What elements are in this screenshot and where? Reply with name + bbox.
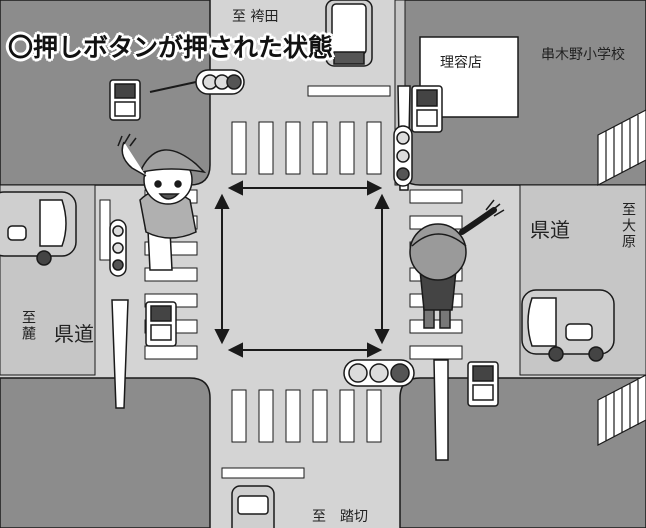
pedestrian-signal-icon xyxy=(145,301,177,347)
pedestrian-signal-icon xyxy=(411,85,443,133)
car-icon xyxy=(0,191,77,266)
crosswalk-south xyxy=(231,389,382,443)
child-icon xyxy=(117,133,207,271)
direction-label-east: 至大原 xyxy=(620,202,636,250)
direction-label-north: 至 袴田 xyxy=(232,9,279,25)
vehicle-signal-icon xyxy=(149,69,245,95)
car-icon xyxy=(231,485,275,528)
child-icon xyxy=(409,199,505,329)
direction-label-south: 至 踏切 xyxy=(312,509,368,525)
arrow-icon xyxy=(374,193,390,345)
arrow-icon xyxy=(214,193,230,345)
prefectural-road-label-east: 県道 xyxy=(530,218,570,242)
vehicle-signal-icon xyxy=(393,125,413,187)
pedestrian-signal-icon xyxy=(467,361,499,407)
block-southwest xyxy=(0,377,211,528)
direction-label-west: 至麓 xyxy=(20,310,36,342)
arrow-icon xyxy=(227,180,383,196)
prefectural-road-label-west: 県道 xyxy=(54,322,94,346)
barber-shop-label: 理容店 xyxy=(440,55,482,71)
pedestrian-signal-icon xyxy=(109,79,141,121)
block-southeast xyxy=(399,377,646,528)
vehicle-signal-icon xyxy=(109,219,127,277)
school-label: 串木野小学校 xyxy=(541,47,625,63)
fence-icon xyxy=(597,109,646,186)
arrow-icon xyxy=(227,342,383,358)
car-icon xyxy=(325,0,373,67)
car-icon xyxy=(521,289,615,362)
crosswalk-north xyxy=(231,121,382,175)
page-title: 〇押しボタンが押された状態 xyxy=(8,33,334,62)
fence-icon xyxy=(597,374,646,446)
vehicle-signal-icon xyxy=(343,359,415,387)
